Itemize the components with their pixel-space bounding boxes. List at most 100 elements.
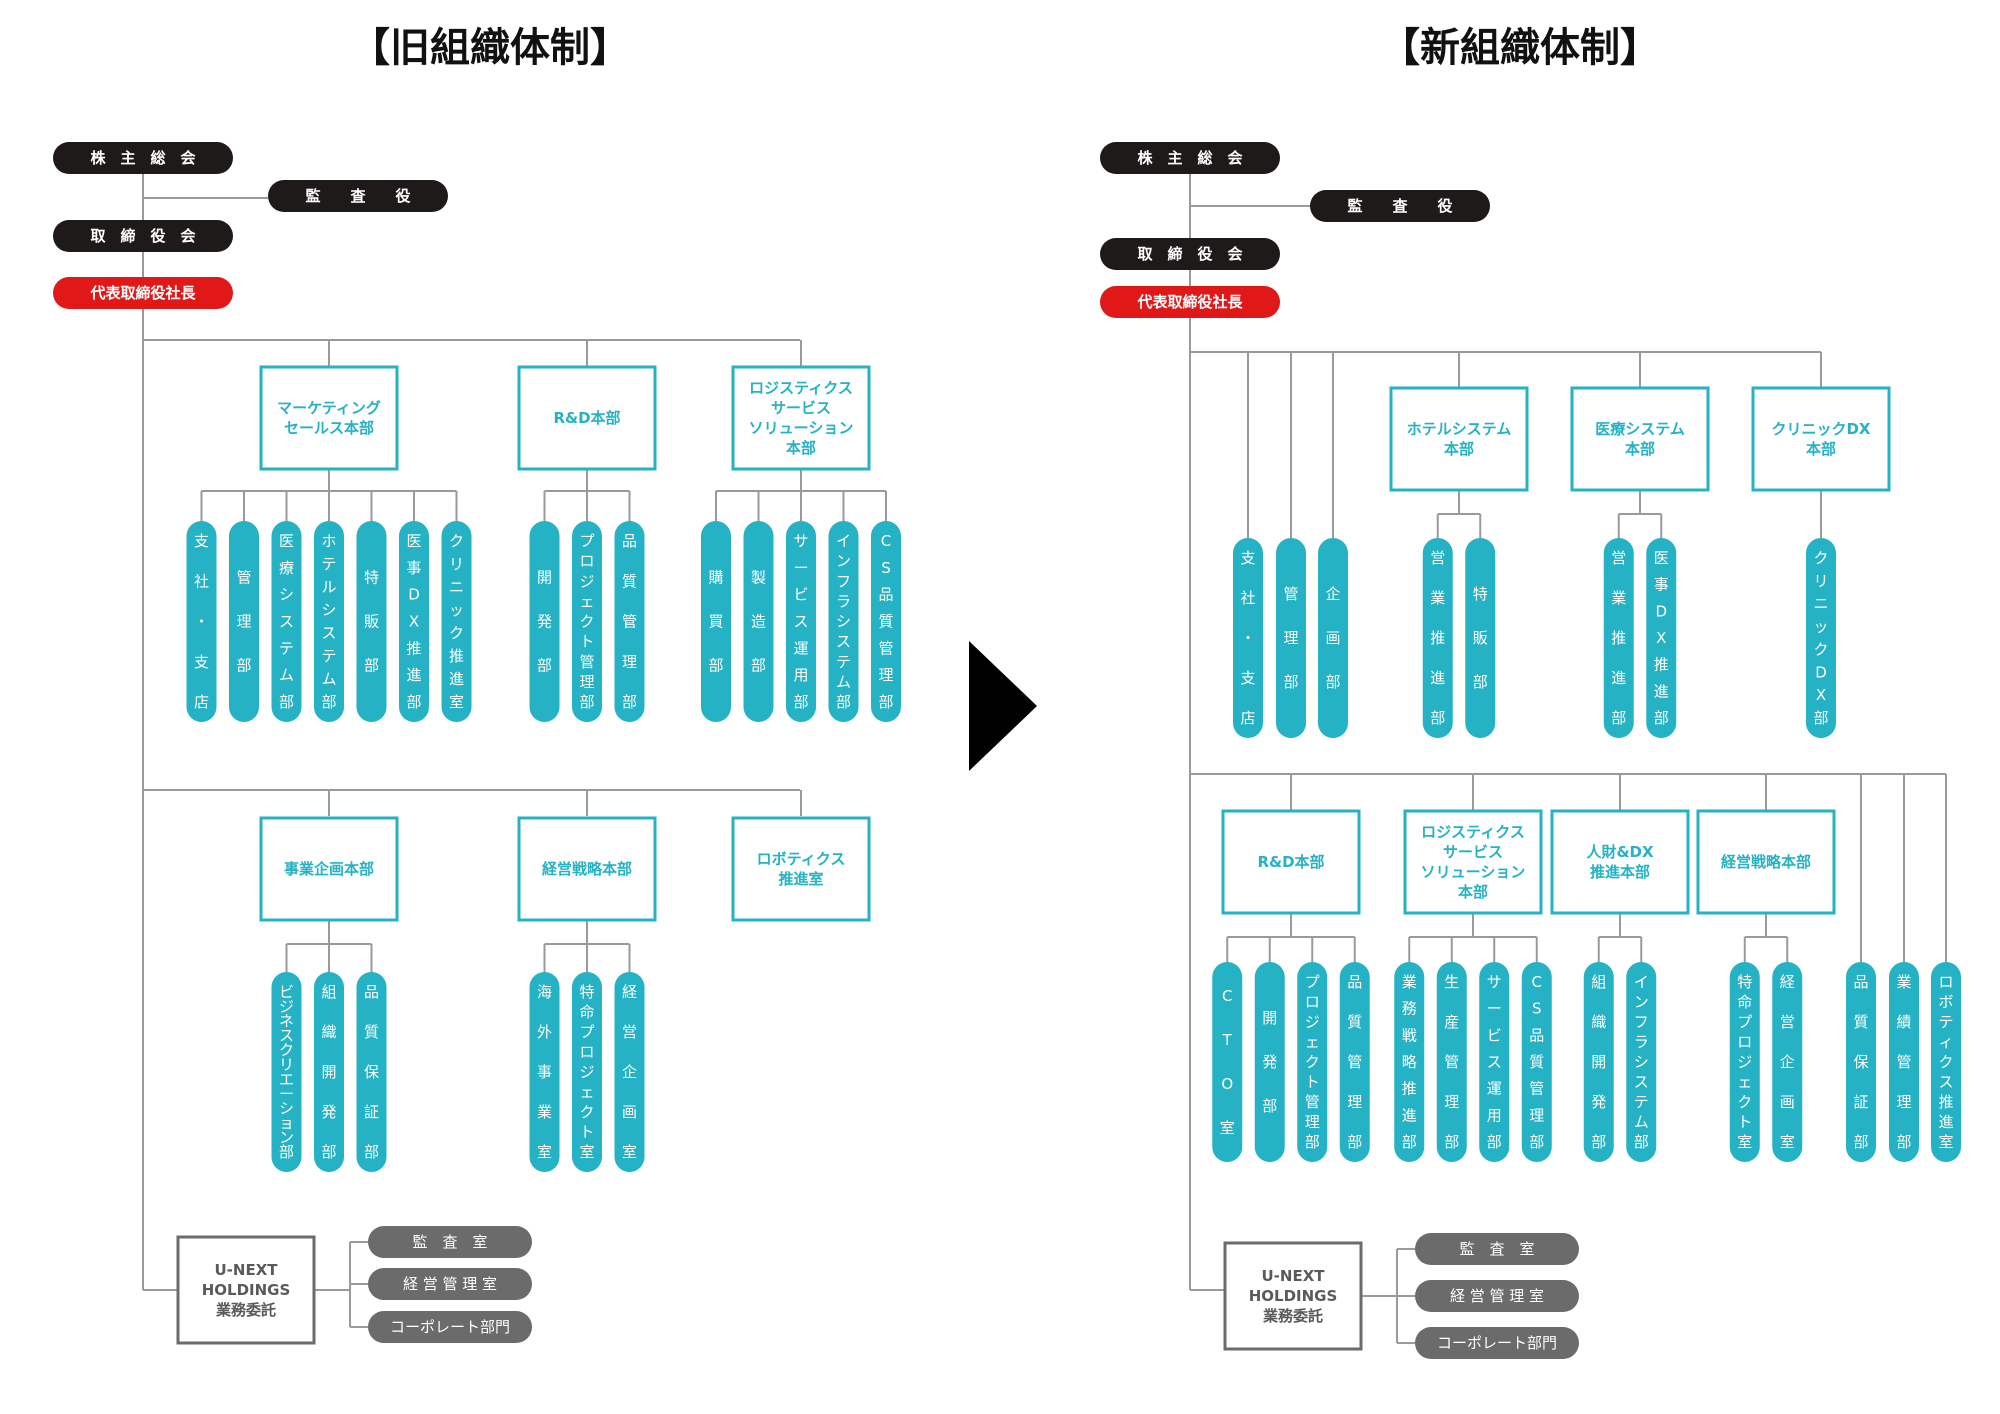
old-board-of-directors-shape [53, 220, 233, 252]
new-direct-top-0[interactable]: 支社・支店 [1233, 538, 1263, 738]
new-dept-rnd-1[interactable]: 開発部 [1254, 962, 1285, 1162]
old-holdings-item-0-label: 監 査 室 [412, 1233, 487, 1251]
new-holdings-item-1[interactable]: 経 営 管 理 室 [1415, 1280, 1579, 1312]
new-dept-rnd-3[interactable]: 品質管理部 [1339, 962, 1370, 1162]
old-dept-logistics-3[interactable]: インフラシステム部 [828, 521, 859, 722]
old-dept-marketing-0[interactable]: 支社・支店 [186, 521, 217, 722]
old-shareholders-meeting[interactable]: 株 主 総 会 [53, 142, 233, 174]
old-dept-marketing-2[interactable]: 医療システム部 [271, 521, 302, 722]
old-dept-rnd-0-label: 開発部 [537, 569, 552, 675]
old-holdings-item-2[interactable]: コーポレート部門 [368, 1311, 532, 1343]
new-direct-bottom-1[interactable]: 業績管理部 [1889, 962, 1919, 1162]
new-direct-bottom-2[interactable]: ロボティクス推進室 [1931, 962, 1961, 1162]
old-dept-marketing-3-label: ホテルシステム部 [321, 532, 336, 711]
old-dept-planning-1[interactable]: 組織開発部 [314, 972, 344, 1172]
old-dept-marketing-1[interactable]: 管理部 [229, 521, 259, 722]
new-direct-bottom-2-shape [1931, 962, 1961, 1162]
new-dept-logistics-0[interactable]: 業務戦略推進部 [1394, 962, 1425, 1162]
old-holdings-item-0[interactable]: 監 査 室 [368, 1226, 532, 1258]
old-dept-marketing-3[interactable]: ホテルシステム部 [314, 521, 344, 722]
new-dept-strategy-1[interactable]: 経営企画室 [1772, 962, 1803, 1162]
new-division-bottom-3[interactable]: 経営戦略本部 [1696, 809, 1836, 915]
new-dept-rnd-2[interactable]: プロジェクト管理部 [1297, 962, 1328, 1162]
new-dept-rnd-3-label: 品質管理部 [1347, 973, 1362, 1151]
new-board-of-directors[interactable]: 取 締 役 会 [1100, 238, 1280, 270]
old-holdings-title-line: 業務委託 [215, 1301, 276, 1319]
old-division-2-title-line: ロジスティクス [749, 379, 853, 397]
old-dept-logistics-0[interactable]: 購買部 [701, 521, 731, 722]
old-division-4[interactable]: 経営戦略本部 [517, 816, 657, 922]
old-dept-marketing-4[interactable]: 特販部 [356, 521, 387, 722]
new-direct-top-2-shape [1318, 538, 1348, 738]
old-shareholders-meeting-label: 株 主 総 会 [90, 149, 195, 167]
old-dept-strategy-1[interactable]: 特命プロジェクト室 [572, 972, 602, 1172]
old-dept-logistics-1[interactable]: 製造部 [743, 521, 774, 722]
new-auditor[interactable]: 監 査 役 [1310, 190, 1490, 222]
new-division-top-1-title-line: 本部 [1625, 440, 1655, 458]
old-dept-rnd-1[interactable]: プロジェクト管理部 [572, 521, 602, 722]
old-dept-logistics-3-label: インフラシステム部 [836, 532, 851, 711]
new-direct-bottom-0[interactable]: 品質保証部 [1846, 962, 1876, 1162]
new-holdings-item-0[interactable]: 監 査 室 [1415, 1233, 1579, 1265]
new-dept-hr-dx-0-label: 組織開発部 [1591, 973, 1606, 1151]
new-holdings-item-2[interactable]: コーポレート部門 [1415, 1327, 1579, 1359]
new-direct-top-0-label: 支社・支店 [1240, 549, 1255, 727]
old-auditor[interactable]: 監 査 役 [268, 180, 448, 212]
old-dept-rnd-0[interactable]: 開発部 [529, 521, 560, 722]
new-dept-hr-dx-0[interactable]: 組織開発部 [1583, 962, 1614, 1162]
old-division-1[interactable]: R&D本部 [517, 365, 657, 471]
connector-lines [142, 158, 1947, 1344]
old-dept-planning-2[interactable]: 品質保証部 [356, 972, 387, 1172]
old-dept-planning-0[interactable]: ビジネスクリエーション部 [271, 972, 302, 1172]
new-dept-hotel-0[interactable]: 営業推進部 [1422, 538, 1453, 738]
new-dept-hr-dx-1[interactable]: インフラシステム部 [1626, 962, 1657, 1162]
old-dept-strategy-2[interactable]: 経営企画室 [614, 972, 645, 1172]
new-president[interactable]: 代表取締役社長 [1100, 286, 1280, 318]
new-holdings-item-0-label: 監 査 室 [1459, 1240, 1534, 1258]
new-dept-clinic-0-shape [1806, 538, 1836, 738]
new-dept-strategy-0[interactable]: 特命プロジェクト室 [1729, 962, 1760, 1162]
new-division-bottom-3-title-line: 経営戦略本部 [1721, 853, 1811, 871]
new-dept-rnd-2-label: プロジェクト管理部 [1305, 973, 1320, 1151]
old-board-of-directors[interactable]: 取 締 役 会 [53, 220, 233, 252]
new-dept-logistics-2[interactable]: サービス運用部 [1479, 962, 1510, 1162]
old-dept-rnd-2[interactable]: 品質管理部 [614, 521, 645, 722]
new-dept-hotel-1-label: 特販部 [1473, 585, 1488, 691]
old-dept-strategy-0[interactable]: 海外事業室 [529, 972, 560, 1172]
old-dept-logistics-2[interactable]: サービス運用部 [786, 521, 816, 722]
old-holdings-item-1[interactable]: 経 営 管 理 室 [368, 1268, 532, 1300]
new-dept-medical-0[interactable]: 営業推進部 [1603, 538, 1634, 738]
new-direct-top-1[interactable]: 管理部 [1276, 538, 1306, 738]
new-direct-bottom-0-label: 品質保証部 [1853, 973, 1868, 1151]
new-dept-hotel-1[interactable]: 特販部 [1465, 538, 1496, 738]
new-shareholders-meeting[interactable]: 株 主 総 会 [1100, 142, 1280, 174]
old-division-5[interactable]: ロボティクス推進室 [731, 816, 871, 922]
new-direct-top-2[interactable]: 企画部 [1318, 538, 1348, 738]
old-president[interactable]: 代表取締役社長 [53, 277, 233, 309]
old-dept-marketing-6[interactable]: クリニック推進室 [441, 521, 472, 722]
old-dept-marketing-6-label: クリニック推進室 [449, 532, 464, 711]
new-dept-logistics-1[interactable]: 生産管理部 [1436, 962, 1467, 1162]
old-division-4-title-line: 経営戦略本部 [542, 860, 632, 878]
new-division-bottom-2-title-line: 推進本部 [1590, 863, 1650, 881]
old-holdings-item-1-shape [368, 1268, 532, 1300]
old-division-3[interactable]: 事業企画本部 [259, 816, 399, 922]
new-division-bottom-0[interactable]: R&D本部 [1221, 809, 1361, 915]
new-dept-strategy-0-label: 特命プロジェクト室 [1737, 973, 1752, 1151]
